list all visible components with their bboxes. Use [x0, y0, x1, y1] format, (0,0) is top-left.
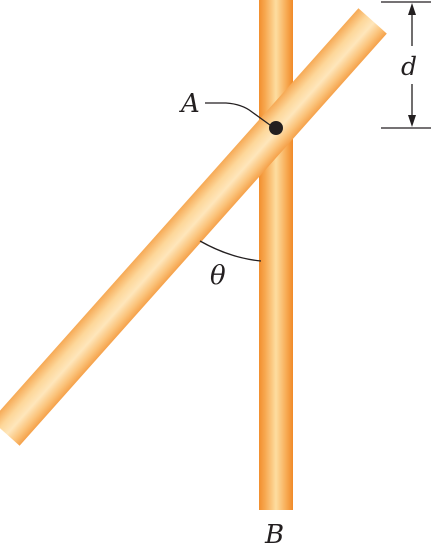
- angle-arc: [199, 240, 262, 262]
- arrow-down-icon: [408, 115, 416, 127]
- arrow-up-icon: [408, 3, 416, 15]
- tilted-rod: [0, 8, 387, 446]
- vertical-rod: [259, 0, 293, 510]
- label-theta: θ: [210, 261, 226, 291]
- label-d: d: [401, 52, 417, 81]
- label-b: B: [264, 520, 284, 550]
- pivot-point-a: [269, 121, 283, 135]
- leader-line-a: [205, 102, 271, 126]
- label-a: A: [179, 89, 200, 119]
